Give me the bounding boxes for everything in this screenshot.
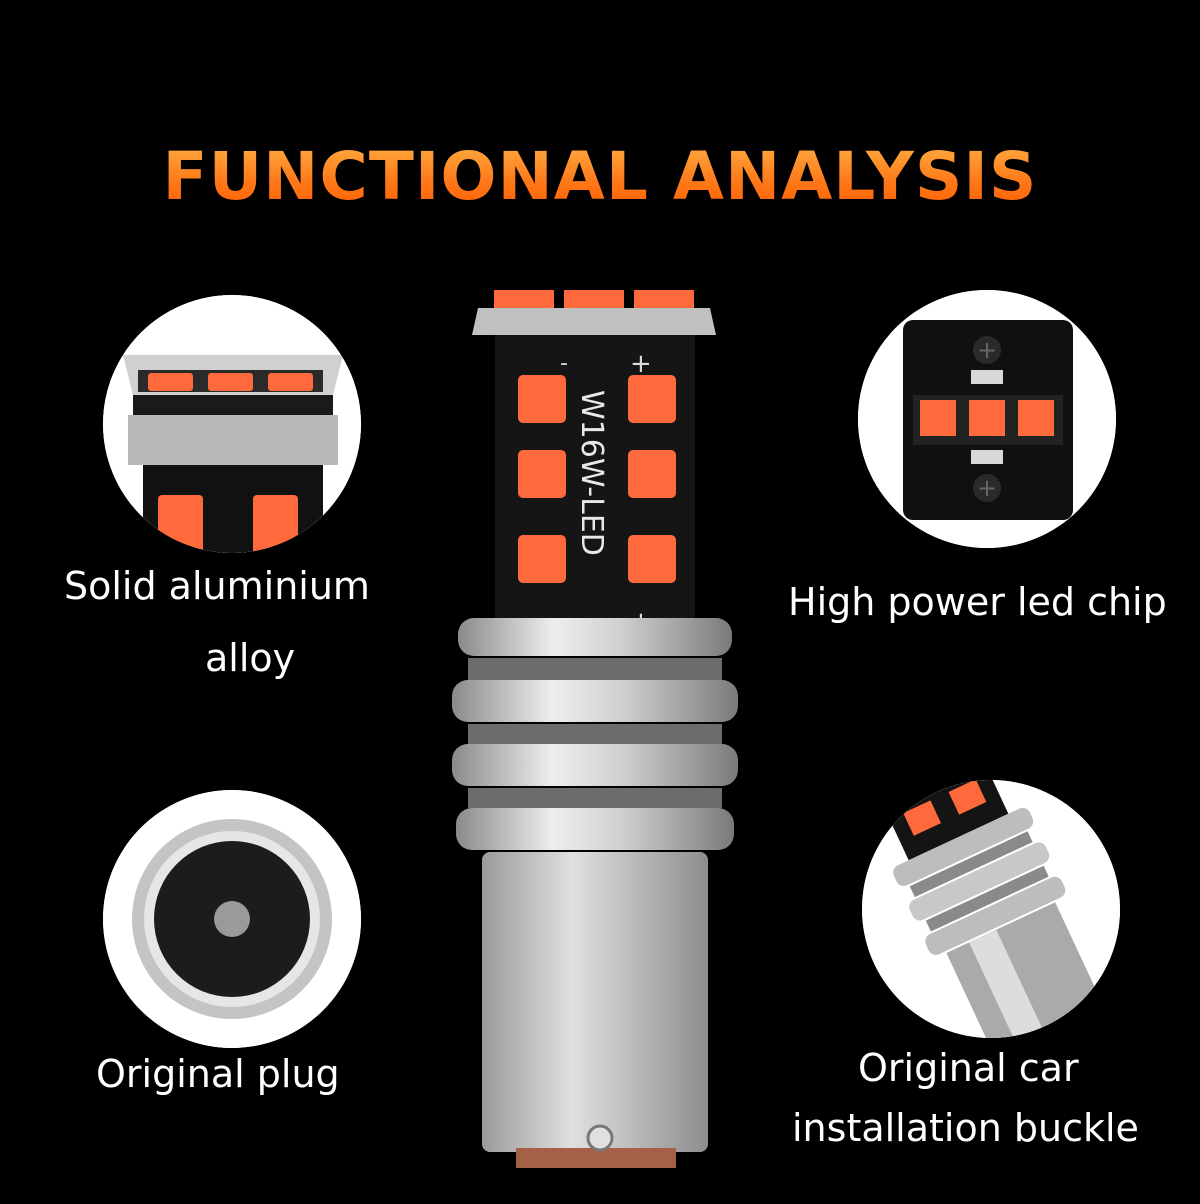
pcb-plus-top: + — [630, 349, 652, 379]
led-bulb-image: - + - + W16W-LED — [420, 280, 760, 1204]
plug-label: Original plug — [96, 1052, 340, 1096]
aluminium-detail-image — [103, 295, 361, 553]
led-chip-detail-image: + + — [858, 290, 1116, 548]
led-chip-label: High power led chip — [788, 580, 1167, 624]
aluminium-label-line2: alloy — [205, 636, 296, 680]
buckle-label-line2: installation buckle — [792, 1106, 1139, 1150]
bulb-model-text: W16W-LED — [574, 390, 609, 556]
aluminium-label-line1: Solid aluminium — [64, 564, 370, 608]
pcb-minus-top: - — [560, 351, 568, 376]
buckle-label-line1: Original car — [858, 1046, 1079, 1090]
svg-text:+: + — [977, 474, 997, 502]
buckle-detail-image — [862, 780, 1120, 1038]
page-title: FUNCTIONAL ANALYSIS — [0, 138, 1200, 215]
plug-detail-image — [103, 790, 361, 1048]
svg-text:+: + — [977, 336, 997, 364]
